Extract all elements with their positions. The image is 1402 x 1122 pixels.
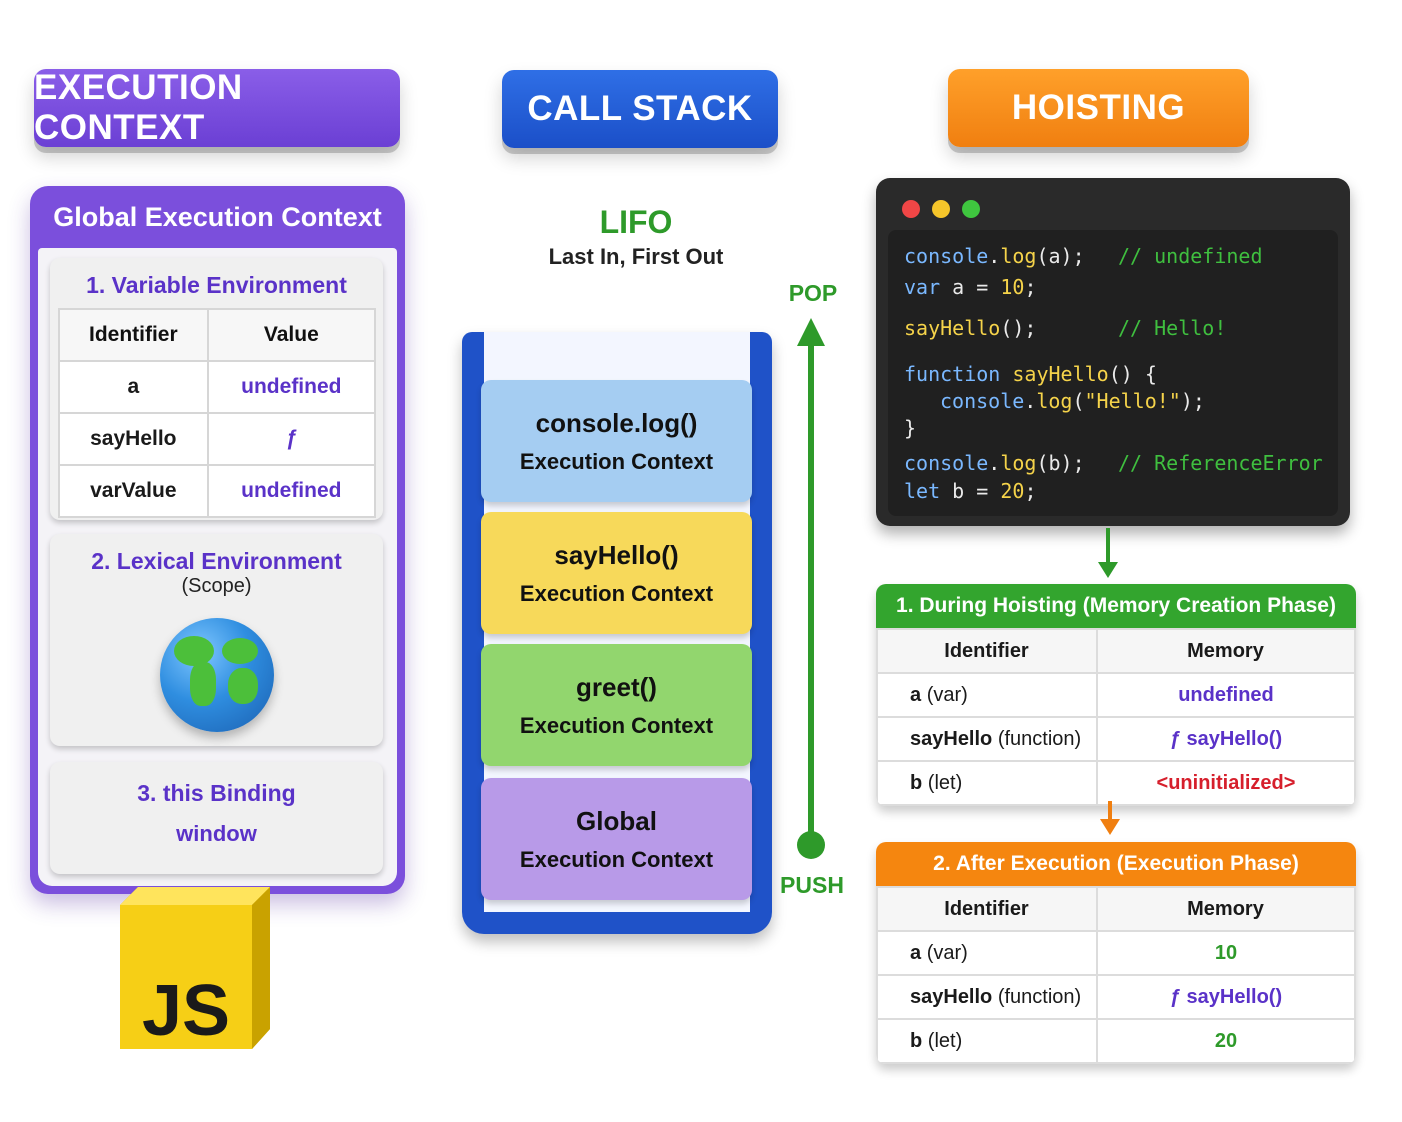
table-header-row: Identifier Value xyxy=(58,308,377,362)
code-comment-3: // Hello! xyxy=(1118,316,1227,340)
column-header-memory: Memory xyxy=(1096,628,1356,674)
identifier-cell: sayHello (function) xyxy=(876,716,1098,762)
this-binding-value: window xyxy=(176,821,257,846)
close-dot-icon xyxy=(902,200,920,218)
memory-cell: <uninitialized> xyxy=(1096,760,1356,806)
lifo-subtitle: Last In, First Out xyxy=(548,244,724,269)
arrow-down-icon xyxy=(1100,819,1120,835)
table-row: sayHello (function) ƒ sayHello() xyxy=(876,716,1356,762)
identifier-cell: sayHello (function) xyxy=(876,974,1098,1020)
frame-name: console.log() xyxy=(535,407,698,438)
table-header-row: Identifier Memory xyxy=(876,628,1356,674)
phase-1-title: 1. During Hoisting (Memory Creation Phas… xyxy=(876,584,1356,628)
phase-1-table: Identifier Memory a (var) undefined sayH… xyxy=(876,628,1356,806)
push-label: PUSH xyxy=(780,872,844,898)
column-header-identifier: Identifier xyxy=(58,308,209,362)
code-line-1: console.log(a); xyxy=(904,244,1085,268)
value-cell: ƒ xyxy=(206,412,377,466)
hoisting-phase-1: 1. During Hoisting (Memory Creation Phas… xyxy=(876,584,1356,806)
lexical-environment-card: 2. Lexical Environment (Scope) xyxy=(50,534,383,746)
table-row: sayHello ƒ xyxy=(58,412,377,466)
lexical-environment-subtitle: (Scope) xyxy=(181,575,252,597)
stack-frame-global: Global Execution Context xyxy=(481,778,752,900)
frame-name: sayHello() xyxy=(554,539,679,570)
arrow-down-line-1 xyxy=(1106,528,1110,568)
hoisting-phase-2: 2. After Execution (Execution Phase) Ide… xyxy=(876,842,1356,1064)
hoisting-header: HOISTING xyxy=(948,69,1249,147)
minimize-dot-icon xyxy=(932,200,950,218)
code-line-3: sayHello(); xyxy=(904,316,1037,340)
table-row: b (let) <uninitialized> xyxy=(876,760,1356,806)
table-row: varValue undefined xyxy=(58,464,377,518)
js-logo-icon: JS xyxy=(120,887,270,1049)
phase-2-title: 2. After Execution (Execution Phase) xyxy=(876,842,1356,886)
code-editor xyxy=(888,230,1338,516)
table-row: a (var) undefined xyxy=(876,672,1356,718)
lifo-label: LIFO xyxy=(599,204,673,240)
code-line-2: var a = 10; xyxy=(904,275,1037,299)
value-cell: undefined xyxy=(206,360,377,414)
stack-frame-console-log: console.log() Execution Context xyxy=(481,380,752,502)
column-header-identifier: Identifier xyxy=(876,628,1098,674)
identifier-cell: a xyxy=(58,360,209,414)
memory-cell: ƒ sayHello() xyxy=(1096,974,1356,1020)
this-binding-title: 3. this Binding xyxy=(137,780,296,806)
code-line-8: let b = 20; xyxy=(904,479,1037,503)
frame-label: Execution Context xyxy=(519,846,714,872)
value-cell: undefined xyxy=(206,464,377,518)
phase-2-table: Identifier Memory a (var) 10 sayHello (f… xyxy=(876,886,1356,1064)
code-line-6: } xyxy=(904,416,917,440)
identifier-cell: sayHello xyxy=(58,412,209,466)
table-row: b (let) 20 xyxy=(876,1018,1356,1064)
code-line-7: console.log(b); xyxy=(904,451,1085,475)
frame-label: Execution Context xyxy=(519,448,714,474)
code-comment-1: // undefined xyxy=(1118,244,1263,268)
table-header-row: Identifier Memory xyxy=(876,886,1356,932)
call-stack-header: CALL STACK xyxy=(502,70,778,148)
globe-icon xyxy=(160,618,274,732)
variable-environment-title: 1. Variable Environment xyxy=(86,272,347,298)
lexical-environment-title: 2. Lexical Environment xyxy=(91,548,342,574)
maximize-dot-icon xyxy=(962,200,980,218)
table-row: sayHello (function) ƒ sayHello() xyxy=(876,974,1356,1020)
column-header-value: Value xyxy=(206,308,377,362)
global-execution-context-body: 1. Variable Environment Identifier Value… xyxy=(38,248,397,886)
variable-environment-card: 1. Variable Environment Identifier Value… xyxy=(50,258,383,520)
execution-context-header: EXECUTION CONTEXT xyxy=(34,68,400,147)
frame-label: Execution Context xyxy=(519,712,714,738)
table-row: a undefined xyxy=(58,360,377,414)
frame-name: greet() xyxy=(576,671,657,702)
memory-cell: undefined xyxy=(1096,672,1356,718)
this-binding-card: 3. this Binding window xyxy=(50,762,383,874)
table-row: a (var) 10 xyxy=(876,930,1356,976)
identifier-cell: a (var) xyxy=(876,672,1098,718)
stack-frame-sayhello: sayHello() Execution Context xyxy=(481,512,752,634)
code-line-5: console.log("Hello!"); xyxy=(940,389,1205,413)
frame-label: Execution Context xyxy=(519,580,714,606)
global-execution-context-title: Global Execution Context xyxy=(53,201,382,232)
variable-environment-table: Identifier Value a undefined sayHello ƒ … xyxy=(58,308,377,518)
pop-label: POP xyxy=(788,280,838,306)
identifier-cell: b (let) xyxy=(876,1018,1098,1064)
column-header-identifier: Identifier xyxy=(876,886,1098,932)
global-execution-context-panel: Global Execution Context 1. Variable Env… xyxy=(30,186,405,894)
arrow-down-line-2 xyxy=(1108,801,1112,821)
code-comment-7: // ReferenceError xyxy=(1118,451,1323,475)
code-line-4: function sayHello() { xyxy=(904,362,1157,386)
arrow-origin-dot xyxy=(797,831,825,859)
memory-cell: 10 xyxy=(1096,930,1356,976)
stack-frame-greet: greet() Execution Context xyxy=(481,644,752,766)
code-window xyxy=(876,178,1350,526)
identifier-cell: b (let) xyxy=(876,760,1098,806)
memory-cell: 20 xyxy=(1096,1018,1356,1064)
frame-name: Global xyxy=(576,805,657,836)
arrow-down-icon xyxy=(1098,562,1118,578)
column-header-memory: Memory xyxy=(1096,886,1356,932)
js-logo-text: JS xyxy=(142,971,230,1049)
push-pop-arrow xyxy=(808,338,814,844)
memory-cell: ƒ sayHello() xyxy=(1096,716,1356,762)
identifier-cell: varValue xyxy=(58,464,209,518)
identifier-cell: a (var) xyxy=(876,930,1098,976)
